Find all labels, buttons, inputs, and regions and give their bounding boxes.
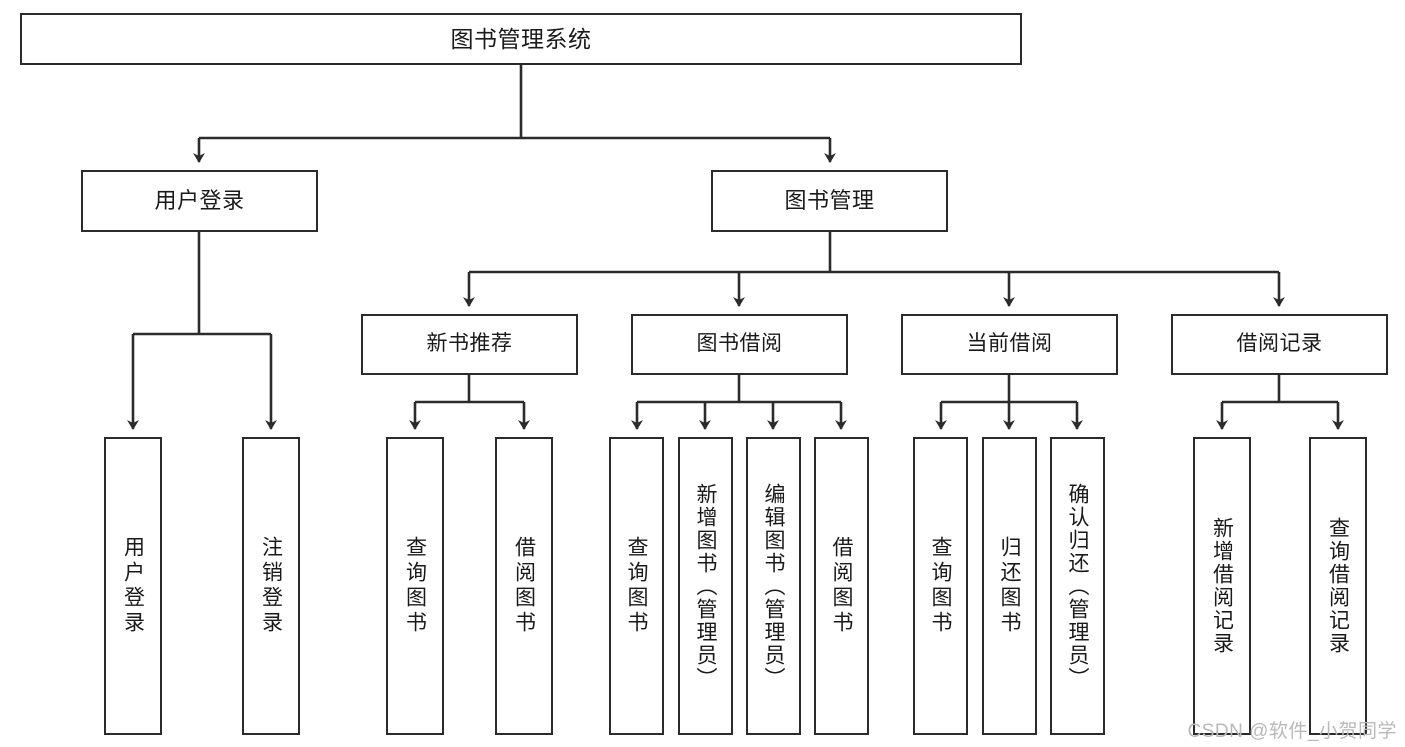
- node-leaf-query-book-2[interactable]: 查询图书: [609, 437, 664, 735]
- node-leaf-edit-book-label: 编辑图书（管理员）: [762, 482, 785, 690]
- node-new-book-rec-label: 新书推荐: [426, 332, 513, 356]
- leaf-text-wrap: 借阅图书: [816, 439, 867, 733]
- node-leaf-query-book-1[interactable]: 查询图书: [386, 437, 444, 735]
- node-root-label: 图书管理系统: [450, 25, 592, 52]
- leaf-text-wrap: 注销登录: [244, 439, 298, 733]
- leaf-text-wrap: 新增图书（管理员）: [680, 439, 731, 733]
- node-leaf-logout-label: 注销登录: [259, 536, 283, 636]
- node-leaf-logout[interactable]: 注销登录: [242, 437, 300, 735]
- leaf-text-wrap: 确认归还（管理员）: [1052, 439, 1103, 733]
- node-leaf-return-book-label: 归还图书: [998, 536, 1021, 636]
- node-leaf-user-login-label: 用户登录: [121, 536, 145, 636]
- node-borrow-record[interactable]: 借阅记录: [1171, 314, 1388, 375]
- leaf-text-wrap: 查询图书: [611, 439, 662, 733]
- node-book-borrow-label: 图书借阅: [696, 332, 783, 356]
- node-leaf-user-login[interactable]: 用户登录: [104, 437, 162, 735]
- node-leaf-query-book-3[interactable]: 查询图书: [913, 437, 968, 735]
- node-leaf-add-book[interactable]: 新增图书（管理员）: [678, 437, 733, 735]
- leaf-text-wrap: 用户登录: [106, 439, 160, 733]
- node-leaf-borrow-book-2[interactable]: 借阅图书: [814, 437, 869, 735]
- node-leaf-add-book-label: 新增图书（管理员）: [694, 482, 717, 690]
- node-new-book-rec[interactable]: 新书推荐: [361, 314, 578, 375]
- node-leaf-edit-book[interactable]: 编辑图书（管理员）: [746, 437, 801, 735]
- node-leaf-return-book[interactable]: 归还图书: [982, 437, 1037, 735]
- node-leaf-borrow-book-2-label: 借阅图书: [830, 536, 853, 636]
- node-borrow-record-label: 借阅记录: [1236, 332, 1323, 356]
- leaf-text-wrap: 编辑图书（管理员）: [748, 439, 799, 733]
- node-book-manage-label: 图书管理: [784, 188, 875, 214]
- node-leaf-add-record[interactable]: 新增借阅记录: [1193, 437, 1251, 735]
- node-user-login[interactable]: 用户登录: [81, 170, 318, 232]
- node-book-borrow[interactable]: 图书借阅: [631, 314, 848, 375]
- leaf-text-wrap: 新增借阅记录: [1195, 439, 1249, 733]
- leaf-text-wrap: 借阅图书: [497, 439, 551, 733]
- node-leaf-query-book-2-label: 查询图书: [625, 536, 648, 636]
- node-leaf-query-record[interactable]: 查询借阅记录: [1309, 437, 1367, 735]
- node-leaf-query-record-label: 查询借阅记录: [1326, 517, 1350, 655]
- node-leaf-borrow-book-1-label: 借阅图书: [512, 536, 536, 636]
- node-leaf-confirm-return-label: 确认归还（管理员）: [1066, 482, 1089, 690]
- node-leaf-query-book-1-label: 查询图书: [403, 536, 427, 636]
- node-leaf-query-book-3-label: 查询图书: [929, 536, 952, 636]
- node-leaf-borrow-book-1[interactable]: 借阅图书: [495, 437, 553, 735]
- node-current-borrow-label: 当前借阅: [966, 332, 1053, 356]
- leaf-text-wrap: 归还图书: [984, 439, 1035, 733]
- leaf-text-wrap: 查询图书: [915, 439, 966, 733]
- node-leaf-add-record-label: 新增借阅记录: [1210, 517, 1234, 655]
- node-leaf-confirm-return[interactable]: 确认归还（管理员）: [1050, 437, 1105, 735]
- node-book-manage[interactable]: 图书管理: [711, 170, 948, 232]
- leaf-text-wrap: 查询借阅记录: [1311, 439, 1365, 733]
- node-root[interactable]: 图书管理系统: [20, 13, 1022, 65]
- csdn-watermark: CSDN @软件_小贺同学: [1187, 721, 1397, 742]
- node-user-login-label: 用户登录: [154, 188, 245, 214]
- leaf-text-wrap: 查询图书: [388, 439, 442, 733]
- node-current-borrow[interactable]: 当前借阅: [901, 314, 1118, 375]
